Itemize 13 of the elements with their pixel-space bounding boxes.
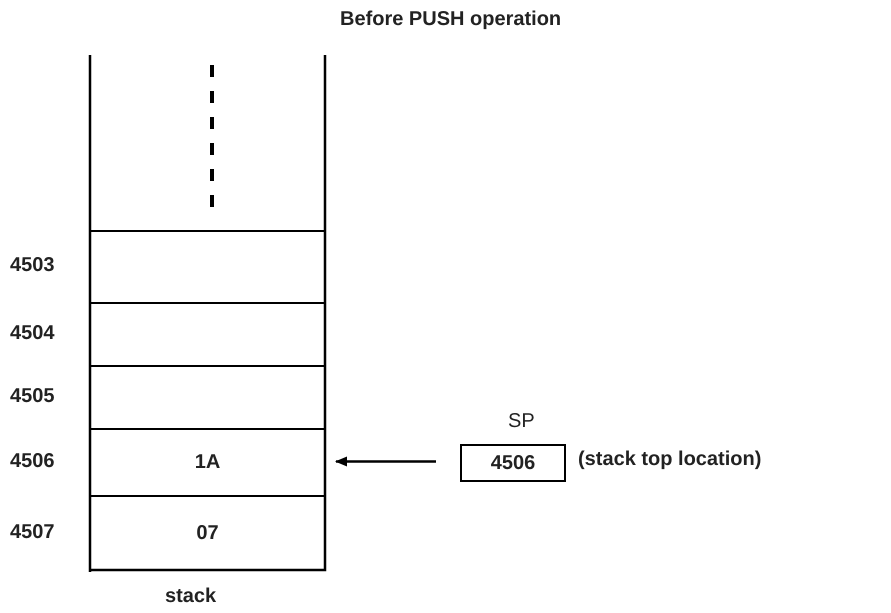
address-label: 4504 <box>10 322 54 344</box>
stack-cell: 1A <box>91 428 324 495</box>
address-label: 4507 <box>10 520 54 544</box>
address-label: 4506 <box>10 450 54 472</box>
stack-cell: 07 <box>91 495 324 570</box>
register-note: (stack top location) <box>578 448 762 471</box>
arrow <box>335 456 436 466</box>
stack-label: stack <box>165 585 216 608</box>
register-value: 4506 <box>460 444 566 482</box>
address-label: 4505 <box>10 384 54 408</box>
address-label: 4503 <box>10 254 54 277</box>
register-name: SP <box>508 410 535 433</box>
title: Before PUSH operation <box>340 8 562 31</box>
